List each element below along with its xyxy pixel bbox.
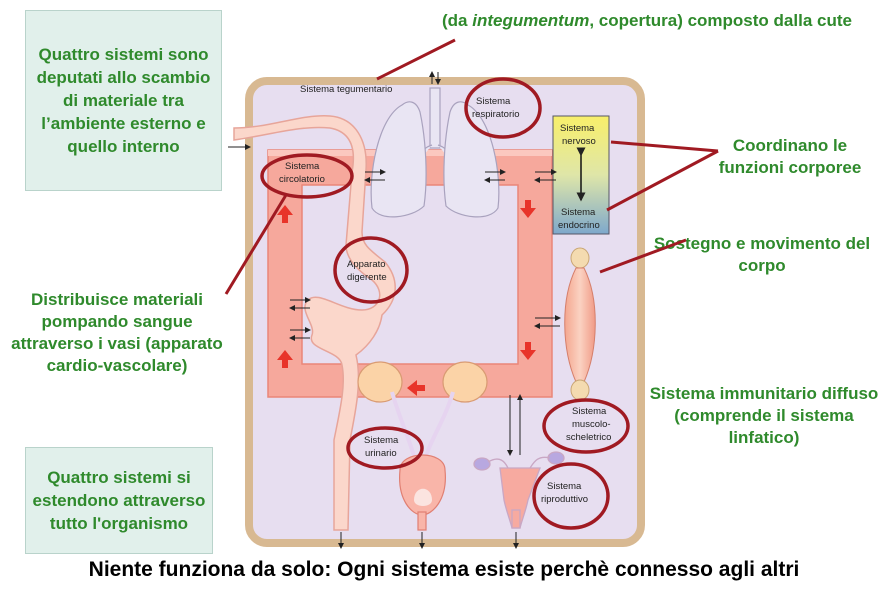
nervous-endocrine-description: Coordinano le funzioni corporee — [718, 136, 862, 177]
ring-musculoskeletal — [542, 398, 630, 454]
label-digestive-1: Apparato — [347, 259, 386, 270]
label-circulatory-2: circolatorio — [279, 174, 325, 185]
ring-reproductive — [532, 462, 610, 530]
label-urinary-1: Sistema — [364, 435, 399, 446]
digestive-tract — [233, 115, 396, 531]
label-urinary-2: urinario — [365, 448, 397, 459]
label-endocrine-2: endocrino — [558, 220, 600, 231]
label-reproductive-1: Sistema — [547, 481, 582, 492]
label-musculoskeletal-1: Sistema — [572, 406, 607, 417]
flow-arrows — [277, 200, 536, 396]
exchange-systems-box: Quattro sistemi sono deputati allo scamb… — [25, 10, 222, 191]
label-circulatory-1: Sistema — [285, 161, 320, 172]
ring-respiratory — [464, 77, 542, 139]
exchange-arrows — [228, 71, 561, 549]
urinary-organs — [357, 361, 488, 531]
ring-circulatory — [260, 153, 354, 199]
integumentary-annotation: (da integumentum, copertura) composto da… — [442, 11, 852, 30]
label-nervous-2: nervoso — [562, 136, 596, 147]
pointer-lines — [224, 38, 719, 295]
musculoskeletal-description: Sostegno e movimento del corpo — [653, 234, 871, 275]
integumentum-word: integumentum — [472, 11, 590, 30]
reproductive-organs — [473, 451, 565, 529]
label-integumentary: Sistema tegumentario — [300, 84, 392, 95]
circulatory-description: Distribuisce materiali pompando sangue a… — [11, 290, 223, 375]
label-respiratory-2: respiratorio — [472, 109, 520, 120]
distributed-systems-box: Quattro sistemi si estendono attraverso … — [25, 447, 213, 554]
exchange-systems-text: Quattro sistemi sono deputati allo scamb… — [36, 45, 211, 156]
muscle-bone — [564, 247, 596, 401]
highlight-rings — [260, 77, 630, 530]
ring-digestive — [333, 236, 409, 304]
label-musculoskeletal-2: muscolo- — [572, 419, 611, 430]
immune-system-description: Sistema immunitario diffuso (comprende i… — [649, 384, 879, 447]
bottom-caption: Niente funziona da solo: Ogni sistema es… — [88, 558, 800, 581]
label-respiratory-1: Sistema — [476, 96, 511, 107]
label-nervous-1: Sistema — [560, 123, 595, 134]
label-musculoskeletal-3: scheletrico — [566, 432, 611, 443]
label-digestive-2: digerente — [347, 272, 387, 283]
label-reproductive-2: riproduttivo — [541, 494, 588, 505]
label-endocrine-1: Sistema — [561, 207, 596, 218]
distributed-systems-text: Quattro sistemi si estendono attraverso … — [32, 468, 206, 533]
lungs — [370, 87, 500, 218]
ring-urinary — [346, 426, 424, 470]
